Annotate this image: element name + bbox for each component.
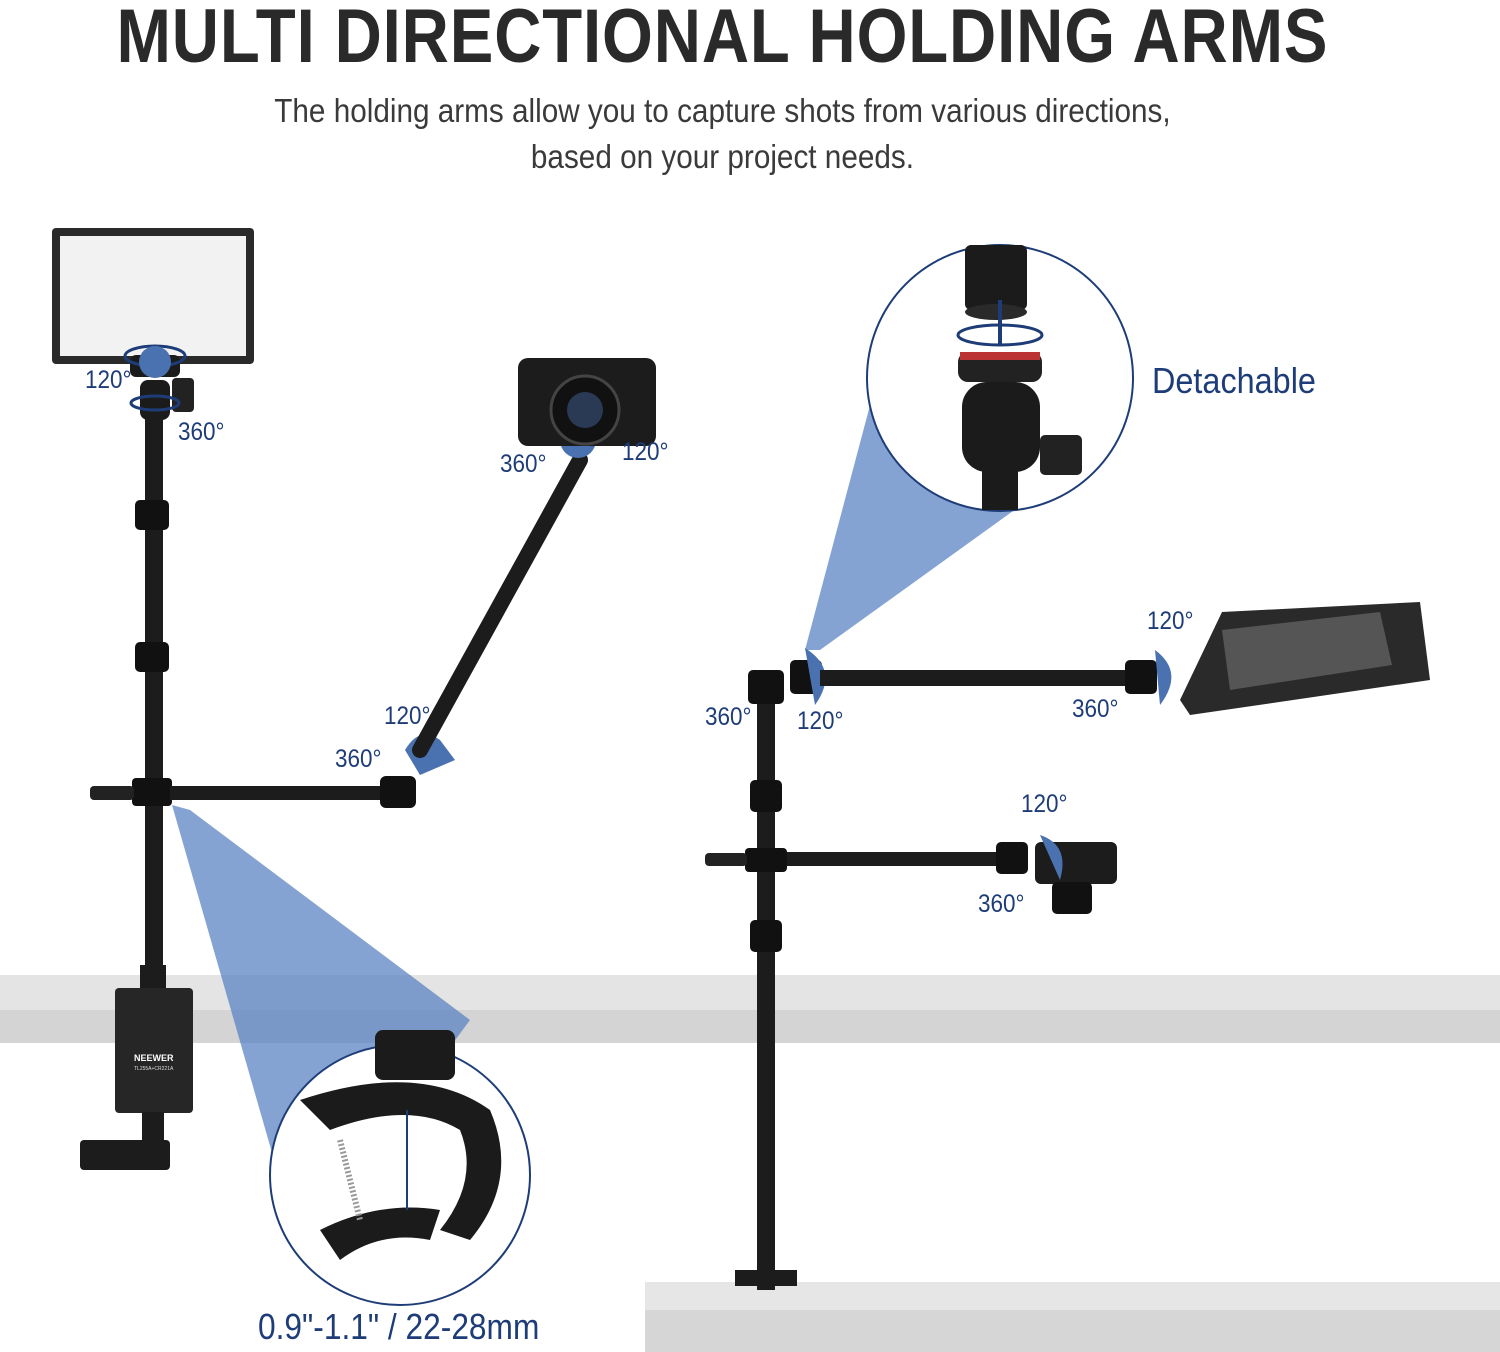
angle-label: 360°	[178, 418, 225, 446]
left-magic-arm	[412, 452, 588, 758]
clamp-callout-cone	[172, 805, 470, 1250]
angle-label: 360°	[978, 890, 1025, 918]
angle-label: 120°	[384, 702, 431, 730]
clamp-size-label: 0.9"-1.1" / 22-28mm	[258, 1306, 540, 1347]
angle-label: 360°	[500, 450, 547, 478]
right-pole	[757, 690, 775, 1290]
desk-clamp	[115, 988, 193, 1113]
angle-label: 120°	[85, 366, 132, 394]
angle-label: 360°	[705, 703, 752, 731]
subtitle-line-2: based on your project needs.	[530, 138, 914, 175]
angle-label: 120°	[622, 438, 669, 466]
right-lower-arm	[787, 852, 997, 866]
page-title: MULTI DIRECTIONAL HOLDING ARMS	[116, 0, 1329, 79]
left-horizontal-arm	[170, 786, 380, 800]
angle-label: 360°	[1072, 695, 1119, 723]
svg-text:TL255A+CR221A: TL255A+CR221A	[134, 1066, 174, 1072]
left-pole	[145, 418, 163, 978]
detachable-label: Detachable	[1152, 360, 1316, 401]
angle-label: 120°	[1021, 790, 1068, 818]
angle-label: 120°	[1147, 607, 1194, 635]
neewer-logo: NEEWER	[134, 1053, 174, 1063]
right-top-arm	[820, 670, 1128, 686]
angle-label: 120°	[797, 707, 844, 735]
angle-label: 360°	[335, 745, 382, 773]
subtitle-line-1: The holding arms allow you to capture sh…	[274, 92, 1171, 129]
